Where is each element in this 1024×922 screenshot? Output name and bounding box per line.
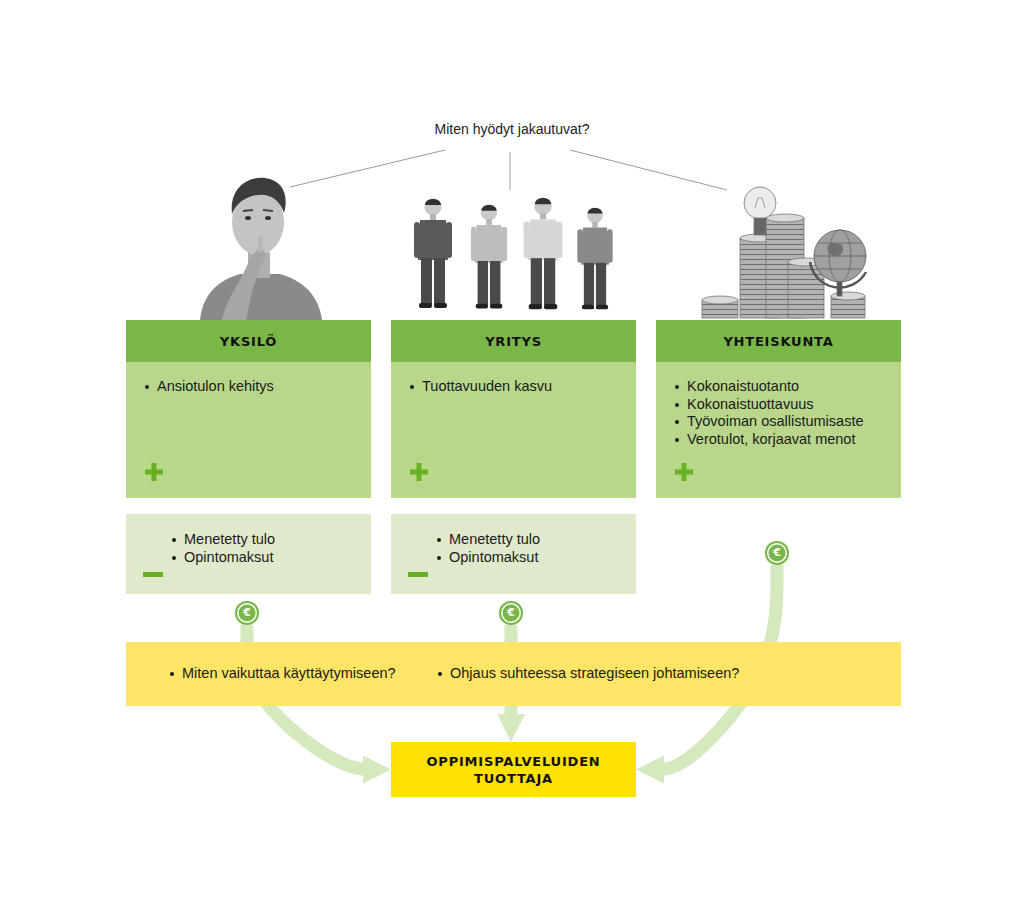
bullet-dot <box>675 420 679 424</box>
minus-sign <box>408 572 428 577</box>
bullet-dot <box>172 556 176 560</box>
producer-label: OPPIMISPALVELUIDEN TUOTTAJA <box>419 753 609 787</box>
column-header-bar: YKSILÖ <box>126 320 371 362</box>
bullet-row: Miten vaikuttaa käyttäytymiseen? <box>170 665 438 683</box>
leader-lines <box>290 150 445 187</box>
bullet-row: Opintomaksut <box>172 549 359 567</box>
column-header-bar: YHTEISKUNTA <box>656 320 901 362</box>
bullet-row: Verotulot, korjaavat menot <box>675 431 889 449</box>
benefit-box: YHTEISKUNTA KokonaistuotantoKokonaistuott… <box>656 320 901 498</box>
euro-symbol: € <box>243 607 251 619</box>
bullet-row: Menetetty tulo <box>172 531 359 549</box>
thinking-man <box>245 216 251 220</box>
bullet-row: Työvoiman osallistumisaste <box>675 413 889 431</box>
coins-bulb-globe <box>702 187 866 318</box>
column-body: Tuottavuuden kasvu <box>391 362 636 498</box>
thinking-man <box>200 274 322 320</box>
cost-item: Menetetty tulo <box>184 531 275 549</box>
plus-sign <box>410 463 428 481</box>
column-header-bar: YRITYS <box>391 320 636 362</box>
question-text: Miten vaikuttaa käyttäytymiseen? <box>182 665 396 683</box>
benefit-box: YRITYS Tuottavuuden kasvu <box>391 320 636 498</box>
cost-item: Opintomaksut <box>449 549 538 567</box>
thinking-man <box>200 178 322 320</box>
benefit-item: Kokonaistuottavuus <box>687 396 814 414</box>
column-body: KokonaistuotantoKokonaistuottavuusTyövoi… <box>656 362 901 498</box>
coins-bulb-globe <box>744 187 776 219</box>
leader-lines <box>290 150 727 190</box>
bullet-dot <box>410 385 414 389</box>
thinking-man <box>243 210 273 211</box>
title: Miten hyödyt jakautuvat? <box>0 121 1024 137</box>
column-heading: YKSILÖ <box>220 334 277 349</box>
euro-symbol: € <box>507 607 515 619</box>
cost-item: Opintomaksut <box>184 549 273 567</box>
people-group <box>414 198 613 310</box>
thinking-man <box>222 247 266 320</box>
leader-lines <box>510 152 511 190</box>
coins-bulb-globe <box>814 243 866 269</box>
minus-sign <box>143 572 163 577</box>
people-group <box>524 198 563 310</box>
question-band: Miten vaikuttaa käyttäytymiseen? Ohjaus s… <box>126 642 901 706</box>
bullet-row: Ohjaus suhteessa strategiseen johtamisee… <box>438 665 739 683</box>
coins-bulb-globe <box>755 198 765 208</box>
people-group <box>471 204 507 308</box>
leader-lines <box>570 150 727 190</box>
column-heading: YRITYS <box>485 334 542 349</box>
column-body: Ansiotulon kehitys <box>126 362 371 498</box>
people-group <box>414 199 452 309</box>
producer-box: OPPIMISPALVELUIDEN TUOTTAJA <box>391 742 636 797</box>
coins-bulb-globe <box>702 296 738 304</box>
bullet-row: Kokonaistuotanto <box>675 378 889 396</box>
plus-sign <box>145 470 163 475</box>
bullet-row: Kokonaistuottavuus <box>675 396 889 414</box>
bullet-dot <box>675 438 679 442</box>
cost-box: Menetetty tuloOpintomaksut <box>391 514 636 594</box>
benefit-item: Tuottavuuden kasvu <box>422 378 552 396</box>
question-text: Ohjaus suhteessa strategiseen johtamisee… <box>450 665 739 683</box>
euro-circle: € <box>499 601 523 625</box>
bullet-dot <box>438 672 442 676</box>
plus-sign <box>675 463 693 481</box>
plus-sign <box>675 470 693 475</box>
minus-sign <box>408 572 428 577</box>
plus-sign <box>410 470 428 475</box>
people-group <box>577 207 612 309</box>
coins-bulb-globe <box>754 218 766 235</box>
euro-circle: € <box>235 601 259 625</box>
bullet-row: Tuottavuuden kasvu <box>410 378 624 396</box>
bullet-dot <box>437 538 441 542</box>
bullet-row: Menetetty tulo <box>437 531 624 549</box>
column-heading: YHTEISKUNTA <box>723 334 833 349</box>
cost-item: Menetetty tulo <box>449 531 540 549</box>
bullet-row: Opintomaksut <box>437 549 624 567</box>
plus-sign <box>145 463 163 481</box>
bullet-row: Ansiotulon kehitys <box>145 378 359 396</box>
coins-bulb-globe <box>831 292 865 300</box>
euro-symbol: € <box>773 547 781 559</box>
cost-box: Menetetty tuloOpintomaksut <box>126 514 371 594</box>
coins-bulb-globe <box>814 230 866 282</box>
euro-circle: € <box>765 541 789 565</box>
bullet-dot <box>675 385 679 389</box>
bullet-dot <box>675 403 679 407</box>
bullet-dot <box>145 385 149 389</box>
thinking-man <box>265 216 271 220</box>
minus-sign <box>143 572 163 577</box>
bullet-dot <box>172 538 176 542</box>
benefit-box: YKSILÖ Ansiotulon kehitys <box>126 320 371 498</box>
coins-bulb-globe <box>766 214 804 222</box>
thinking-man <box>258 236 263 252</box>
coins-bulb-globe <box>828 243 843 256</box>
benefit-item: Työvoiman osallistumisaste <box>687 413 864 431</box>
benefit-item: Kokonaistuotanto <box>687 378 799 396</box>
benefit-item: Verotulot, korjaavat menot <box>687 431 855 449</box>
bullet-dot <box>437 556 441 560</box>
benefit-item: Ansiotulon kehitys <box>157 378 274 396</box>
bullet-dot <box>170 672 174 676</box>
thinking-man <box>232 178 286 214</box>
